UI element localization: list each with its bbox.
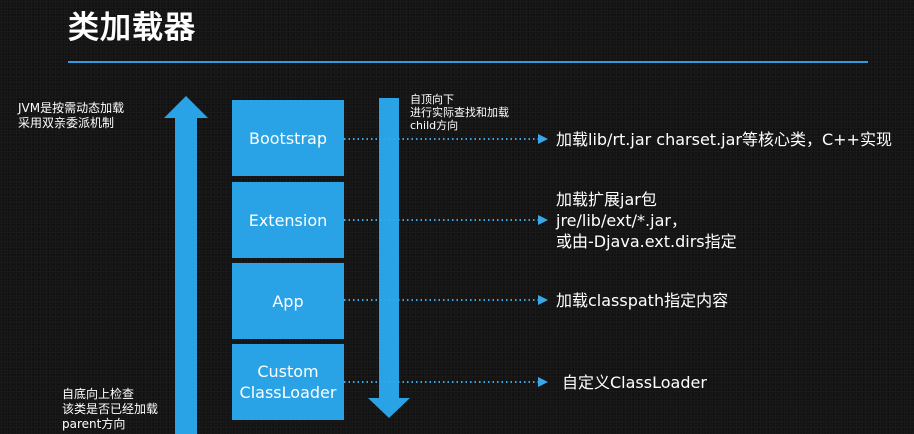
arrowhead-custom-icon xyxy=(538,377,548,387)
loader-box-custom: Custom ClassLoader xyxy=(232,344,344,420)
desc-custom: 自定义ClassLoader xyxy=(562,373,707,392)
loader-box-extension: Extension xyxy=(232,182,344,258)
arrowhead-extension-icon xyxy=(538,215,548,225)
title-divider xyxy=(68,61,868,63)
desc-app: 加载classpath指定内容 xyxy=(556,291,729,310)
desc-bootstrap: 加载lib/rt.jar charset.jar等核心类，C++实现 xyxy=(556,130,892,149)
loader-box-app: App xyxy=(232,263,344,339)
up-arrow-icon xyxy=(164,96,208,434)
note-load-mechanism: JVM是按需动态加载 采用双亲委派机制 xyxy=(18,101,125,130)
loader-box-bootstrap: Bootstrap xyxy=(232,100,344,176)
arrowhead-app-icon xyxy=(538,295,548,305)
arrowhead-bootstrap-icon xyxy=(538,134,548,144)
desc-extension: 加载扩展jar包 jre/lib/ext/*.jar， 或由-Djava.ext… xyxy=(556,190,737,251)
note-bottom-up-check: 自底向上检查 该类是否已经加载 parent方向 xyxy=(62,387,159,431)
down-arrow-icon xyxy=(368,98,410,418)
note-top-down-load: 自顶向下 进行实际查找和加载 child方向 xyxy=(410,93,509,132)
page-title: 类加载器 xyxy=(68,10,196,46)
